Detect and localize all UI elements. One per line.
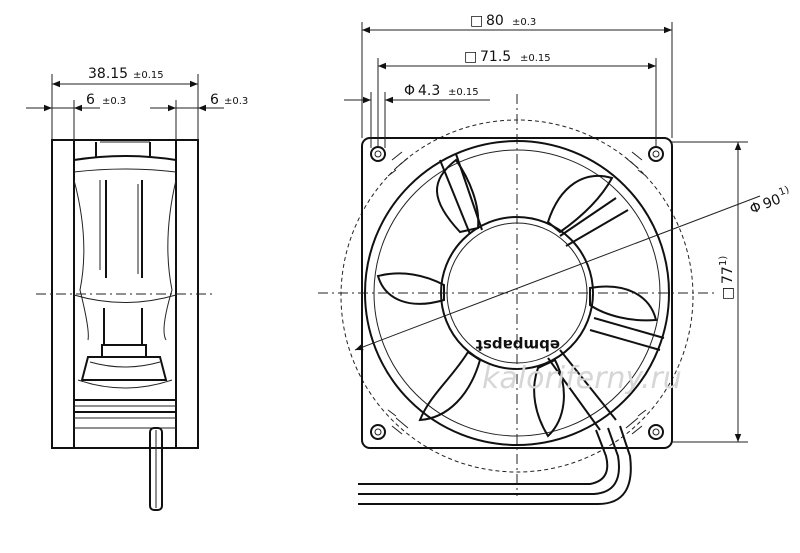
mount-hole-bottom-right: [648, 424, 664, 440]
side-hub-cap: [101, 344, 147, 358]
front-cables: [358, 425, 632, 505]
front-view: ebmpapst: [318, 94, 761, 505]
mounting-holes: [370, 146, 664, 440]
blade-1: [436, 158, 480, 234]
cable-1: [358, 429, 609, 485]
frame-tol: ±0.3: [512, 17, 536, 28]
circle-dia-symbol: Φ: [748, 199, 764, 218]
circle-dia-value: 90: [761, 191, 783, 212]
diameter-leader: [354, 195, 761, 351]
left-gap-value: 6: [86, 92, 95, 108]
depth-value: 38.15: [88, 66, 128, 82]
right-gap-value: 6: [210, 92, 219, 108]
hole-spacing-symbol: □: [464, 49, 477, 65]
front-dimensions: □ 80 ±0.3 □ 71.5 ±0.15 Φ 4.3 ±0.15 □ 77 …: [344, 13, 791, 443]
side-top-curve-inner: [73, 168, 177, 173]
side-dimensions: 38.15 ±0.15 6 ±0.3 6 ±0.3: [26, 66, 248, 140]
vertical-value: 77: [720, 266, 736, 284]
side-motor: [80, 356, 168, 381]
hole-dia-tol: ±0.15: [448, 87, 479, 98]
fan-blades: [376, 158, 658, 438]
hole-spacing-tol: ±0.15: [520, 53, 551, 64]
struts: [439, 153, 665, 431]
mount-hole-top-right: [648, 146, 664, 162]
blade-2: [546, 174, 614, 234]
corner-ribs: [387, 151, 647, 435]
watermark: kaloriferny.ru: [482, 361, 682, 396]
side-top-curve: [73, 155, 177, 161]
vertical-note: 1): [718, 256, 729, 266]
frame-value: 80: [486, 13, 504, 29]
blade-3: [589, 285, 658, 322]
depth-tol: ±0.15: [133, 70, 164, 81]
mount-hole-top-left: [370, 146, 386, 162]
hole-spacing-value: 71.5: [480, 49, 511, 65]
hole-dia-value: 4.3: [418, 83, 440, 99]
side-view: [36, 139, 214, 511]
brand-logo-text: ebmpapst: [476, 336, 560, 354]
circle-dia-note: 1): [777, 184, 791, 198]
mount-hole-bottom-left: [370, 424, 386, 440]
cable-2: [358, 427, 620, 495]
cable-3: [358, 425, 632, 505]
blade-4: [533, 358, 565, 438]
vertical-symbol: □: [720, 287, 736, 300]
frame-symbol: □: [470, 13, 483, 29]
right-gap-tol: ±0.3: [224, 96, 248, 107]
left-gap-tol: ±0.3: [102, 96, 126, 107]
blade-5: [418, 350, 482, 422]
side-cable: [149, 427, 163, 511]
hole-dia-symbol: Φ: [404, 83, 415, 99]
blade-6: [376, 272, 445, 305]
